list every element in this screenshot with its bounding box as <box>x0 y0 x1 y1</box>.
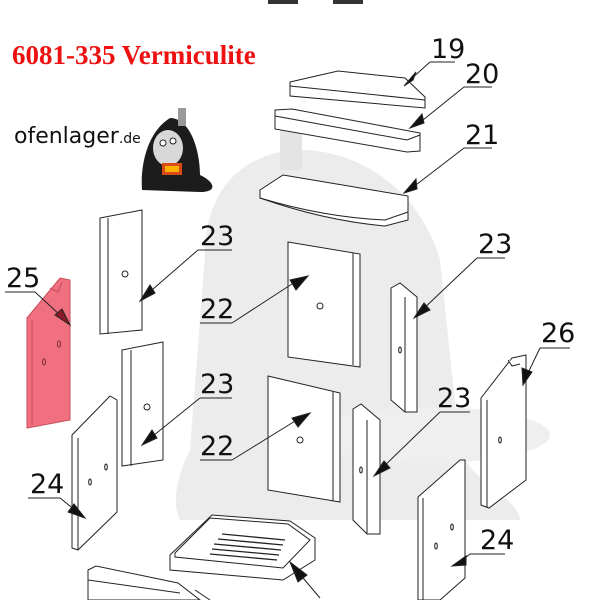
part-labels: 19 20 21 22 22 23 23 23 23 24 24 25 26 <box>6 34 575 556</box>
part-19[interactable] <box>289 70 426 109</box>
label-23-a: 23 <box>200 221 234 252</box>
part-23-a[interactable] <box>99 209 143 335</box>
label-24-a: 24 <box>30 469 64 500</box>
brand-logo-text: ofenlager.de <box>14 124 141 149</box>
logo-mascot-icon <box>141 108 213 192</box>
top-edge-mark <box>268 0 298 4</box>
part-23-c[interactable] <box>390 282 418 413</box>
part-20[interactable] <box>274 108 421 153</box>
part-21[interactable] <box>259 174 409 227</box>
label-22-b: 22 <box>200 431 234 462</box>
part-26[interactable] <box>480 354 527 509</box>
label-24-b: 24 <box>480 525 514 556</box>
part-25-highlighted[interactable] <box>26 277 71 429</box>
parts-group <box>26 70 527 600</box>
label-22-a: 22 <box>200 294 234 325</box>
part-22-a[interactable] <box>287 241 361 368</box>
part-ash-tray[interactable] <box>169 514 316 581</box>
part-23-d[interactable] <box>352 403 381 535</box>
product-title: 6081-335 Vermiculite <box>12 40 256 70</box>
top-edge-mark <box>333 0 363 4</box>
part-23-b[interactable] <box>121 341 164 467</box>
brand-tld: .de <box>118 131 141 147</box>
label-21: 21 <box>465 120 499 151</box>
label-23-c: 23 <box>478 229 512 260</box>
brand-name: ofenlager <box>14 124 119 149</box>
label-19: 19 <box>431 34 465 65</box>
label-20: 20 <box>465 59 499 90</box>
part-bottom-bar[interactable] <box>87 565 201 600</box>
leader-lines <box>5 61 570 600</box>
part-22-b[interactable] <box>267 375 341 503</box>
part-24-a[interactable] <box>71 395 118 551</box>
label-23-b: 23 <box>200 369 234 400</box>
label-26: 26 <box>541 318 575 349</box>
label-25: 25 <box>6 263 40 294</box>
label-23-d: 23 <box>437 383 471 414</box>
